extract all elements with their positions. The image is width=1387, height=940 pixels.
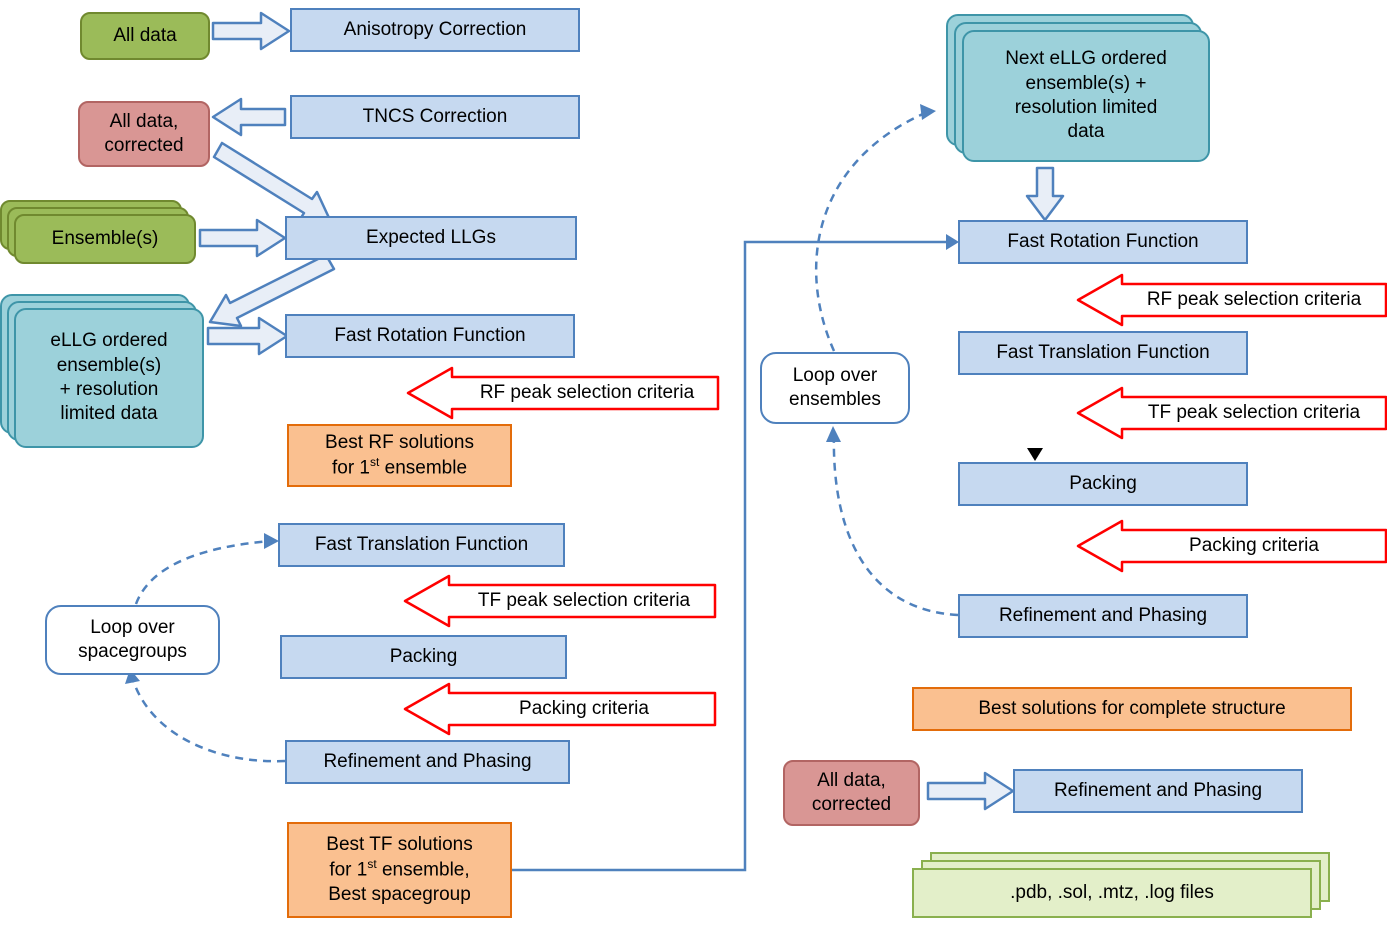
output-files-box: .pdb, .sol, .mtz, .log files <box>912 868 1312 918</box>
fast-translation-function-left-box: Fast Translation Function <box>278 523 565 567</box>
packing-right-box: Packing <box>958 462 1248 506</box>
best-tf-solutions-text: Best TF solutions for 1st ensemble,Best s… <box>326 833 472 907</box>
packing-criteria-label-left: Packing criteria <box>519 698 649 719</box>
all-data-box: All data <box>80 12 210 60</box>
tncs-correction-box: TNCS Correction <box>290 95 580 139</box>
next-ellg-ordered-box: Next eLLG ordered ensemble(s) + resoluti… <box>962 30 1210 162</box>
best-tf-solutions-box: Best TF solutions for 1st ensemble,Best s… <box>287 822 512 918</box>
loop-over-spacegroups-box: Loop over spacegroups <box>45 605 220 675</box>
loop-over-ensembles-box: Loop over ensembles <box>760 352 910 424</box>
dashed-loop-ensembles-to-nextellg <box>815 111 926 352</box>
ensembles-box: Ensemble(s) <box>14 214 196 264</box>
arrow-ellg-to-fastrotation <box>206 316 289 356</box>
dashed-arrowhead-nextellg <box>920 104 936 120</box>
anisotropy-correction-box: Anisotropy Correction <box>290 8 580 52</box>
tf-criteria-arrow-right <box>1076 386 1387 440</box>
rf-criteria-label-left: RF peak selection criteria <box>479 382 695 403</box>
connector-besttf-to-fastrotation <box>512 240 946 872</box>
best-rf-line1: Best RF solutions <box>325 431 474 453</box>
refinement-phasing-right-box: Refinement and Phasing <box>958 594 1248 638</box>
arrow-nextellg-to-fastrotation <box>1025 166 1065 222</box>
connector-arrowhead <box>946 234 959 250</box>
arrow-tncs-to-corrected <box>211 97 287 137</box>
best-tf-line3: Best spacegroup <box>328 883 471 905</box>
arrow-ensembles-to-expectedllgs <box>198 218 287 258</box>
best-solutions-complete-box: Best solutions for complete structure <box>912 687 1352 731</box>
fast-rotation-function-right-box: Fast Rotation Function <box>958 220 1248 264</box>
packing-criteria-arrow-right <box>1076 519 1387 573</box>
dashed-loop-spacegroups-to-fasttranslation <box>134 539 271 605</box>
arrow-corrected-to-final-refinement <box>926 771 1015 811</box>
arrow-alldata-to-anisotropy <box>211 11 291 51</box>
expected-llgs-box: Expected LLGs <box>285 216 577 260</box>
fast-translation-function-right-box: Fast Translation Function <box>958 331 1248 375</box>
best-tf-line2-pre: for 1 <box>329 859 368 881</box>
best-tf-line1: Best TF solutions <box>326 833 473 855</box>
best-tf-sup: st <box>367 857 377 872</box>
flow-arrowhead-packing-right <box>1027 448 1043 461</box>
tf-criteria-label-left: TF peak selection criteria <box>477 590 691 611</box>
fast-rotation-function-left-box: Fast Rotation Function <box>285 314 575 358</box>
tf-criteria-arrow-left <box>403 574 717 628</box>
best-rf-line2-post: ensemble <box>379 457 468 479</box>
refinement-phasing-left-box: Refinement and Phasing <box>285 740 570 784</box>
refinement-phasing-final-box: Refinement and Phasing <box>1013 769 1303 813</box>
best-rf-line2-pre: for 1 <box>331 457 370 479</box>
packing-left-box: Packing <box>280 635 567 679</box>
dashed-arrowhead-loop-ensembles <box>826 426 841 442</box>
best-tf-line2-post: ensemble, <box>376 859 470 881</box>
all-data-corrected-2-box: All data, corrected <box>783 760 920 826</box>
all-data-corrected-box: All data, corrected <box>78 101 210 167</box>
packing-criteria-arrow-left <box>403 682 717 736</box>
ellg-ordered-box: eLLG ordered ensemble(s) + resolution li… <box>14 308 204 448</box>
best-rf-solutions-text: Best RF solutions for 1st ensemble <box>325 431 474 481</box>
dashed-refinement-to-loop-ensembles <box>832 431 959 617</box>
arrow-expectedllgs-to-ellg <box>208 253 336 328</box>
best-rf-sup: st <box>370 454 380 469</box>
best-rf-solutions-box: Best RF solutions for 1st ensemble <box>287 424 512 487</box>
rf-criteria-label-right: RF peak selection criteria <box>1146 289 1362 310</box>
tf-criteria-label-right: TF peak selection criteria <box>1147 402 1361 423</box>
rf-criteria-arrow-left <box>406 366 720 420</box>
dashed-arrowhead-fasttranslation <box>264 533 279 549</box>
packing-criteria-label-right: Packing criteria <box>1189 535 1319 556</box>
rf-criteria-arrow-right <box>1076 273 1387 327</box>
dashed-refinement-to-loop-spacegroups <box>131 679 286 763</box>
arrow-corrected-to-expectedllgs <box>212 141 332 223</box>
